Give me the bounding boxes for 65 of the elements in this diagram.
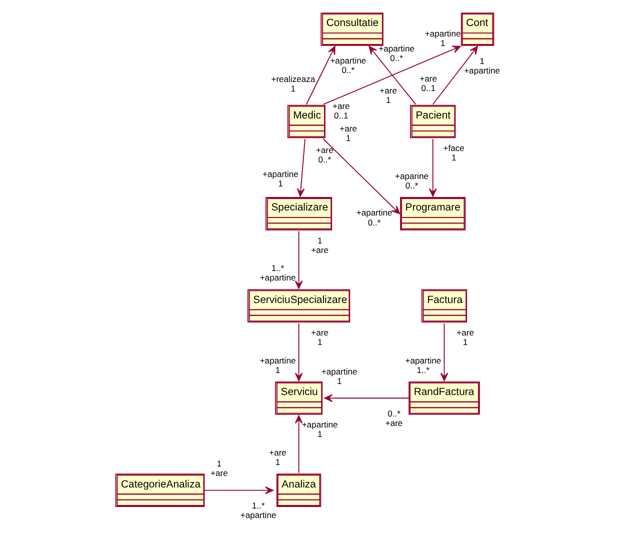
label: +realizeaza <box>271 74 316 84</box>
label: 1 <box>317 235 322 246</box>
label: 1 <box>336 376 342 386</box>
label: 0..* <box>342 64 355 75</box>
label: +are <box>316 144 334 155</box>
label: +apartine <box>240 510 276 520</box>
arrow <box>306 46 336 105</box>
label: +apartine <box>424 28 461 39</box>
arrow <box>204 486 274 494</box>
label: 1..* <box>252 500 265 511</box>
label: +apartine <box>330 55 366 66</box>
arrow <box>428 138 437 197</box>
label: 0..* <box>318 154 332 164</box>
label: +apartine <box>356 208 392 218</box>
label: 1 <box>386 95 391 106</box>
label: +are <box>311 327 329 338</box>
arrow <box>296 138 306 197</box>
arrow <box>294 415 303 474</box>
arrow <box>294 230 303 289</box>
label: 1 <box>275 457 280 468</box>
arrow <box>440 322 448 382</box>
label: 1 <box>480 56 484 66</box>
label: +apartine <box>260 272 296 283</box>
label: +apartine <box>260 355 296 366</box>
label: +apartine <box>405 355 442 366</box>
label: +are <box>210 468 228 478</box>
label: +aparine <box>395 170 429 181</box>
label: +are <box>311 244 329 255</box>
label: +are <box>340 123 357 134</box>
arrow <box>322 138 400 214</box>
arrow <box>323 46 461 105</box>
label: +face <box>443 143 464 154</box>
label: 1 <box>462 336 468 347</box>
label: +apartine <box>321 366 358 376</box>
label: +are <box>385 418 403 428</box>
label: 1 <box>451 152 456 163</box>
label: 1 <box>440 38 446 48</box>
label: 1 <box>317 429 322 440</box>
arrow <box>368 46 416 105</box>
label: +are <box>420 73 438 84</box>
label: 1 <box>317 336 322 347</box>
label: 1 <box>290 83 296 94</box>
label: +are <box>456 327 474 338</box>
label: +are <box>380 86 398 96</box>
label: +are <box>269 448 286 458</box>
arrow <box>294 322 303 382</box>
label: 0..1 <box>334 110 348 120</box>
label: +apartine <box>262 169 298 180</box>
label: 0..* <box>390 53 403 64</box>
label: +apartine <box>464 66 500 76</box>
label: 1..* <box>271 263 284 274</box>
label: +apartine <box>378 44 414 54</box>
label: 1 <box>278 178 283 189</box>
label: +apartine <box>302 420 338 430</box>
arrow <box>432 46 478 105</box>
label: 1..* <box>416 364 430 375</box>
label: +are <box>332 100 350 111</box>
label: 0..1 <box>421 82 436 93</box>
label: 1 <box>275 364 280 375</box>
label: 1 <box>346 132 351 143</box>
label: 0..* <box>368 217 381 228</box>
label: 0..* <box>388 408 400 418</box>
label: 0..* <box>405 180 418 190</box>
arrow <box>324 394 410 402</box>
label: 1 <box>216 458 222 469</box>
